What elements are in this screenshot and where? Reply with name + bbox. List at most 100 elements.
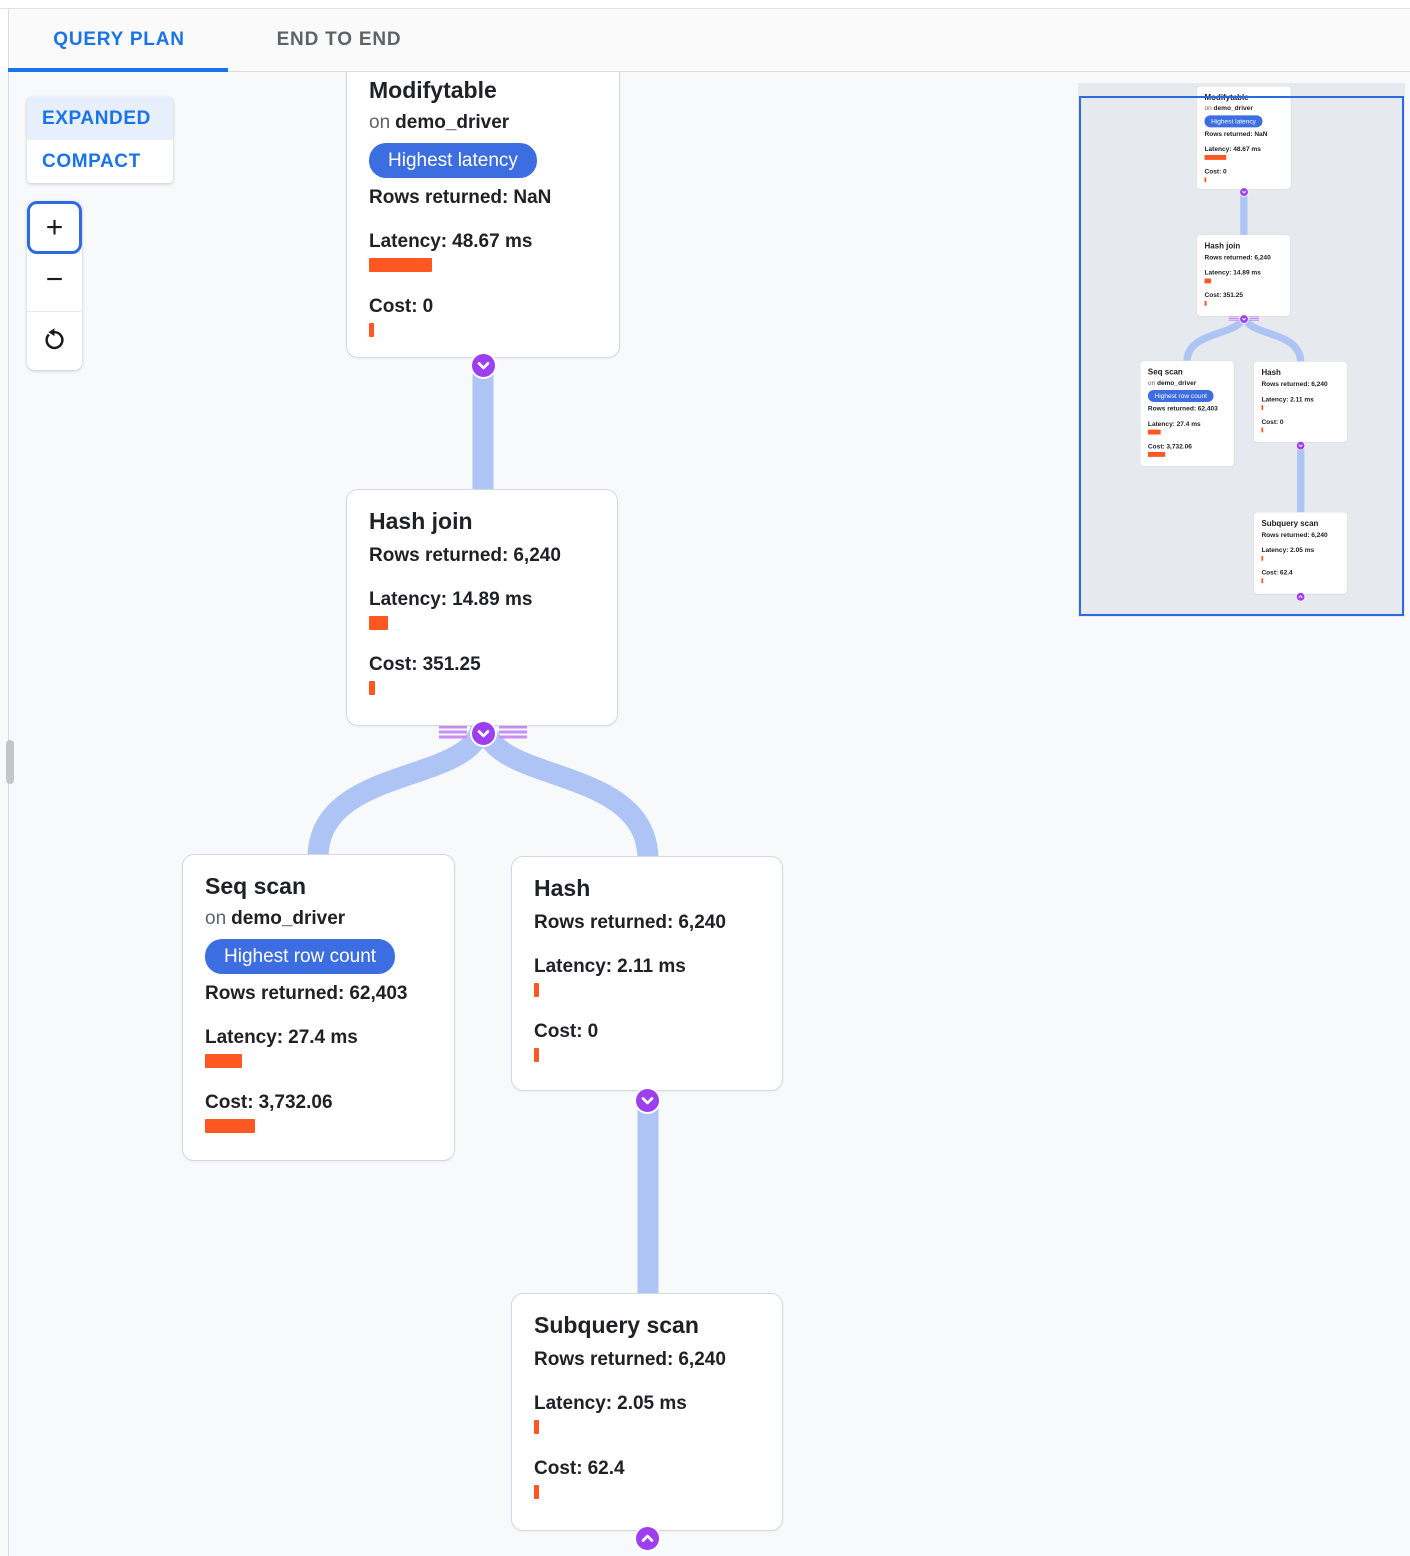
chevron-down-icon xyxy=(477,362,490,370)
divider xyxy=(27,311,82,312)
plan-node-subquery-scan[interactable]: Subquery scan Rows returned:6,240 Latenc… xyxy=(511,1293,783,1531)
latency-bar xyxy=(369,615,388,630)
cost-bar xyxy=(205,1118,255,1133)
plan-node-hash-join[interactable]: Hash join Rows returned:6,240 Latency:14… xyxy=(346,489,618,726)
node-title: Subquery scan xyxy=(534,1312,699,1338)
latency-bar xyxy=(1204,278,1212,284)
latency-bar xyxy=(1261,555,1264,561)
zoom-in-button[interactable]: + xyxy=(27,201,82,254)
rows-returned: Rows returned:62,403 xyxy=(205,982,408,1004)
chevron-down-icon xyxy=(1242,317,1247,321)
reset-view-button[interactable] xyxy=(27,312,82,367)
top-strip xyxy=(0,0,1410,9)
latency: Latency:27.4 ms xyxy=(205,1026,358,1048)
latency: Latency:2.05 ms xyxy=(1261,546,1315,554)
cost-bar xyxy=(1261,578,1264,584)
cost-bar xyxy=(1261,427,1264,433)
node-title: Modifytable xyxy=(369,77,497,103)
minimap[interactable]: Modifytable ondemo_driver Highest latenc… xyxy=(1078,83,1405,617)
cost: Cost:0 xyxy=(1261,418,1284,426)
rows-returned: Rows returned:6,240 xyxy=(1261,380,1328,388)
node-table: ondemo_driver xyxy=(1204,104,1253,112)
plan-node-hash[interactable]: Hash Rows returned:6,240 Latency:2.11 ms… xyxy=(1253,361,1348,443)
collapse-toggle-hash-join[interactable] xyxy=(470,720,497,747)
cost-bar xyxy=(1204,300,1207,306)
latency: Latency:48.67 ms xyxy=(1204,145,1261,153)
highest-latency-badge: Highest latency xyxy=(1204,115,1263,128)
plan-node-seq-scan[interactable]: Seq scan ondemo_driver Highest row count… xyxy=(1140,360,1235,467)
collapse-indicator-lines xyxy=(1228,316,1260,321)
latency-bar xyxy=(205,1053,242,1068)
rows-returned: Rows returned:6,240 xyxy=(534,911,726,933)
cost-bar xyxy=(534,1484,539,1499)
minimap-viewport[interactable] xyxy=(1079,96,1404,616)
tab-end-to-end-label: END TO END xyxy=(276,29,402,50)
latency: Latency:2.11 ms xyxy=(1261,395,1314,403)
reset-view-icon xyxy=(45,328,64,350)
collapse-toggle-modifytable[interactable] xyxy=(1239,187,1249,197)
tab-end-to-end[interactable]: END TO END xyxy=(229,9,449,71)
collapse-toggle-hash[interactable] xyxy=(634,1087,661,1114)
node-title: Seq scan xyxy=(1147,367,1183,377)
chevron-up-icon xyxy=(641,1534,654,1542)
node-title: Hash xyxy=(534,875,591,901)
layout-toggle: EXPANDED COMPACT xyxy=(27,97,173,183)
cost: Cost:0 xyxy=(1204,168,1227,176)
latency: Latency:2.11 ms xyxy=(534,955,686,977)
collapse-toggle-hash-join[interactable] xyxy=(1239,314,1249,324)
cost: Cost:0 xyxy=(369,295,434,317)
cost-bar xyxy=(534,1047,539,1062)
cost: Cost:3,732.06 xyxy=(1147,442,1192,450)
active-tab-indicator xyxy=(8,68,228,72)
zoom-controls: + − xyxy=(27,201,82,370)
rows-returned: Rows returned:6,240 xyxy=(1204,253,1271,262)
rows-returned: Rows returned:NaN xyxy=(369,186,552,208)
cost: Cost:62.4 xyxy=(1261,568,1293,577)
tab-query-plan-label: QUERY PLAN xyxy=(53,29,185,50)
compact-toggle[interactable]: COMPACT xyxy=(42,150,141,172)
rows-returned: Rows returned:62,403 xyxy=(1147,405,1218,413)
expand-toggle-subquery-scan[interactable] xyxy=(1295,592,1306,602)
collapse-toggle-modifytable[interactable] xyxy=(470,352,497,379)
plan-node-hash[interactable]: Hash Rows returned:6,240 Latency:2.11 ms… xyxy=(511,856,783,1091)
latency-bar xyxy=(1261,405,1264,410)
tab-query-plan[interactable]: QUERY PLAN xyxy=(8,9,229,72)
rows-returned: Rows returned:NaN xyxy=(1204,130,1268,138)
latency-bar xyxy=(534,982,539,997)
node-title: Seq scan xyxy=(205,873,306,899)
rows-returned: Rows returned:6,240 xyxy=(534,1348,726,1370)
expand-toggle-subquery-scan[interactable] xyxy=(634,1525,661,1552)
expanded-toggle[interactable]: EXPANDED xyxy=(27,97,173,140)
collapse-indicator-lines xyxy=(439,725,527,739)
zoom-out-button[interactable]: − xyxy=(27,254,82,306)
minimap-tree-host: Modifytable ondemo_driver Highest latenc… xyxy=(1140,86,1348,604)
cost-bar xyxy=(369,322,374,337)
node-title: Hash join xyxy=(1204,241,1241,251)
latency-bar xyxy=(534,1419,539,1434)
cost-bar xyxy=(369,680,375,695)
latency: Latency:2.05 ms xyxy=(534,1392,687,1414)
tab-bar: QUERY PLAN END TO END xyxy=(8,9,1410,72)
vertical-scrollbar-thumb[interactable] xyxy=(6,740,14,784)
chevron-down-icon xyxy=(641,1097,654,1105)
cost-bar xyxy=(1204,177,1207,183)
cost: Cost:3,732.06 xyxy=(205,1091,333,1113)
chevron-up-icon xyxy=(1298,595,1303,598)
node-title: Hash join xyxy=(369,508,473,534)
minus-icon: − xyxy=(45,263,64,296)
plan-tree: Modifytable ondemo_driver Highest latenc… xyxy=(1140,86,1348,604)
chevron-down-icon xyxy=(477,730,490,738)
chevron-down-icon xyxy=(1298,444,1303,447)
edge-hashjoin-hash xyxy=(473,718,659,861)
node-table: ondemo_driver xyxy=(1147,379,1197,387)
edge-hashjoin-seqscan xyxy=(307,718,493,859)
collapse-toggle-hash[interactable] xyxy=(1295,441,1306,451)
plan-node-hash-join[interactable]: Hash join Rows returned:6,240 Latency:14… xyxy=(1196,234,1291,317)
latency: Latency:14.89 ms xyxy=(1204,269,1261,277)
highest-latency-badge: Highest latency xyxy=(369,142,537,178)
